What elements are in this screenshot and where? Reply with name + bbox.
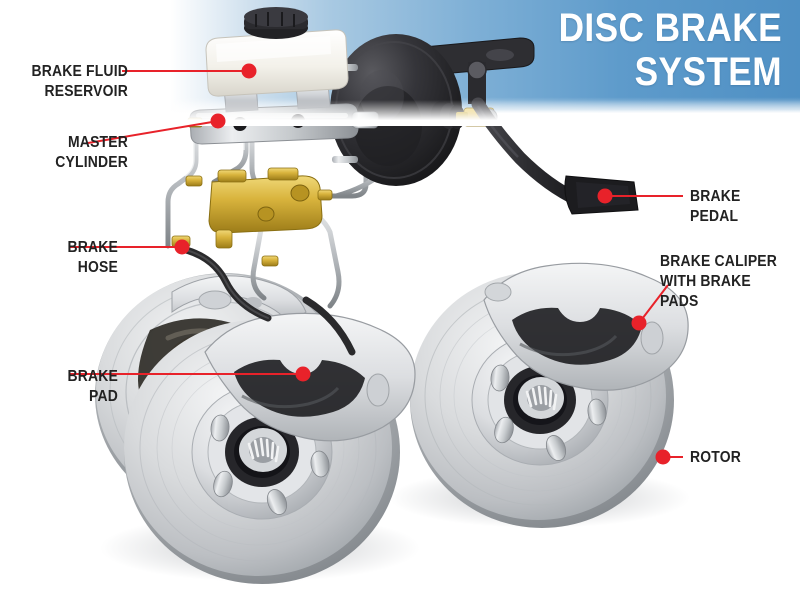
wheel-bearing <box>518 377 564 419</box>
brake-fluid-reservoir <box>205 7 349 97</box>
reservoir-cap <box>244 7 308 39</box>
banner-fade <box>0 100 800 126</box>
callout-label-master-cylinder: MASTER CYLINDER <box>55 134 129 171</box>
brake-caliper <box>483 262 689 391</box>
hose-fitting <box>171 235 191 248</box>
callout-label-brake-caliper-with-brake-pads: BRAKE CALIPER WITH BRAKE PADS <box>660 253 778 310</box>
proportioning-valve <box>185 167 333 267</box>
callout-label-brake-pad: BRAKE PAD <box>67 368 118 405</box>
brake-pads <box>512 307 642 365</box>
callout-label-brake-hose: BRAKE HOSE <box>67 239 118 276</box>
callout-label-brake-fluid-reservoir: BRAKE FLUID RESERVOIR <box>31 63 128 100</box>
callout-label-rotor: ROTOR <box>690 449 742 466</box>
rear-brake-caliper <box>171 275 307 325</box>
page-title: DISC BRAKE SYSTEM <box>558 6 782 94</box>
wheel-bearing-front <box>239 428 287 472</box>
callout-label-brake-pedal: BRAKE PEDAL <box>690 188 741 225</box>
